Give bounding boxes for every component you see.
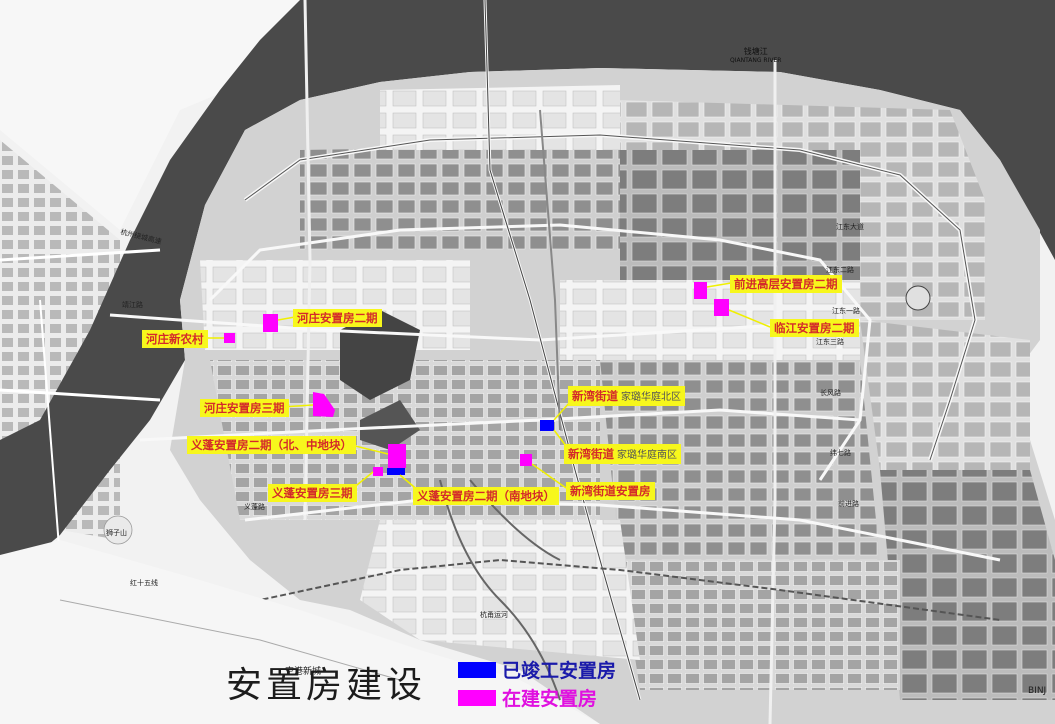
label-xinwan-north-street: 新湾街道 bbox=[572, 389, 618, 403]
road-label-10: 红十五线 bbox=[130, 579, 158, 587]
marker-yipeng3 bbox=[373, 467, 383, 476]
road-label-5: 长风路 bbox=[820, 389, 841, 397]
legend-under-construction-swatch bbox=[458, 689, 496, 706]
label-hezhuang2: 河庄安置房二期 bbox=[293, 309, 382, 327]
label-linjiang: 临江安置房二期 bbox=[770, 319, 859, 337]
marker-yipeng2-north bbox=[388, 444, 406, 468]
label-yipeng2-south: 义蓬安置房二期（南地块） bbox=[413, 487, 559, 505]
road-label-13: 靖江路 bbox=[122, 301, 143, 309]
marker-hezhuang2 bbox=[263, 314, 278, 332]
legend-under-construction-label: 在建安置房 bbox=[502, 688, 598, 710]
road-label-2: 江东一路 bbox=[832, 307, 860, 315]
map-title: 安置房建设 bbox=[226, 665, 427, 706]
label-yipeng3: 义蓬安置房三期 bbox=[268, 484, 357, 502]
legend-completed-swatch bbox=[458, 661, 496, 678]
legend-completed: 已竣工安置房 bbox=[458, 656, 616, 683]
road-label-12: 杭甬运河 bbox=[480, 611, 508, 619]
marker-linjiang bbox=[714, 299, 729, 316]
label-xinwan-street: 新湾街道安置房 bbox=[566, 482, 655, 500]
label-xinwan-north: 新湾街道家璐华庭北区 bbox=[568, 386, 685, 406]
marker-hezhuang3 bbox=[313, 392, 335, 417]
marker-xinwan-north bbox=[540, 420, 554, 431]
road-label-8: 义蓬路 bbox=[244, 503, 265, 511]
river-name: 钱塘江 QIANTANG RIVER bbox=[730, 46, 781, 64]
label-qianjin: 前进高层安置房二期 bbox=[730, 275, 842, 293]
road-label-4: 江东三路 bbox=[816, 338, 844, 346]
binjiang-label: BINJ bbox=[1028, 686, 1047, 696]
label-xinwan-south: 新湾街道家璐华庭南区 bbox=[564, 444, 681, 464]
legend-under-construction: 在建安置房 bbox=[458, 684, 597, 711]
marker-yipeng2-south bbox=[387, 468, 405, 475]
label-xinwan-south-estate: 家璐华庭南区 bbox=[617, 450, 677, 461]
marker-hezhuang-village bbox=[224, 333, 235, 343]
marker-xinwan-street bbox=[520, 454, 532, 466]
legend-completed-label: 已竣工安置房 bbox=[502, 660, 617, 682]
road-label-7: 前进路 bbox=[838, 500, 859, 508]
label-hezhuang3: 河庄安置房三期 bbox=[200, 399, 289, 417]
river-name-cn: 钱塘江 bbox=[743, 47, 768, 56]
airport-new-city-label: 空港新城 bbox=[285, 667, 322, 677]
river-area bbox=[0, 0, 1055, 560]
label-yipeng2-north: 义蓬安置房二期（北、中地块） bbox=[187, 436, 356, 454]
road-label-6: 纬七路 bbox=[830, 449, 851, 457]
road-label-11: 狮子山 bbox=[106, 529, 127, 537]
river-name-en: QIANTANG RIVER bbox=[730, 57, 782, 64]
marker-qianjin bbox=[694, 282, 707, 299]
label-hezhuang-village: 河庄新农村 bbox=[142, 330, 208, 348]
road-label-1: 江东大道 bbox=[836, 223, 864, 231]
road-label-3: 江东二路 bbox=[826, 266, 854, 274]
label-xinwan-north-estate: 家璐华庭北区 bbox=[621, 392, 681, 403]
label-xinwan-south-street: 新湾街道 bbox=[568, 447, 614, 461]
